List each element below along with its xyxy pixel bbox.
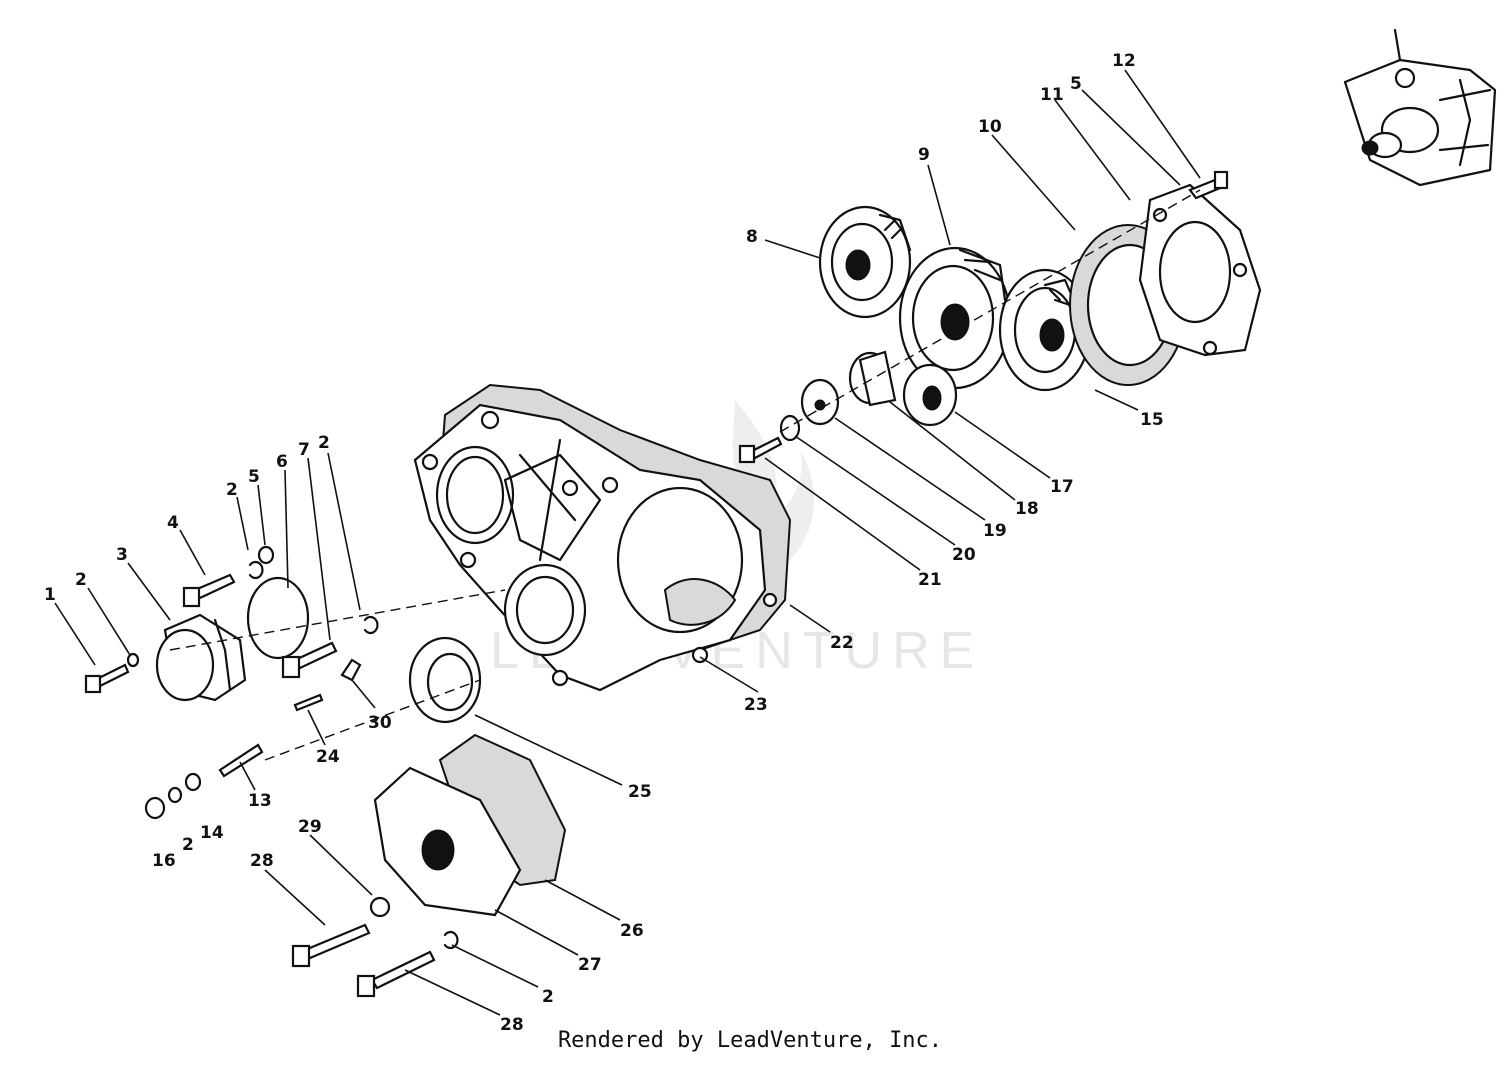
assembly-axis-3 — [779, 189, 1201, 433]
bolt-28b — [356, 950, 436, 998]
cover-11 — [1138, 183, 1262, 357]
gear-9 — [898, 246, 1012, 390]
washer-14 — [184, 772, 202, 792]
assembly-axis-1 — [169, 589, 506, 651]
callout-10: 10 — [978, 117, 1002, 137]
leader-lines — [54, 69, 1201, 1016]
washer-20 — [779, 414, 801, 442]
callout-25: 25 — [628, 782, 652, 802]
callout-28: 28 — [250, 851, 274, 871]
bushing-18 — [848, 350, 897, 407]
housing-23 — [413, 403, 778, 692]
callout-16: 16 — [152, 851, 176, 871]
snap-ring-2c — [363, 615, 379, 635]
callout-28: 28 — [500, 1015, 524, 1035]
callout-19: 19 — [983, 521, 1007, 541]
assembly-axis-2 — [264, 679, 481, 761]
callout-7: 7 — [298, 440, 310, 460]
callout-26: 26 — [620, 921, 644, 941]
attribution-footer: Rendered by LeadVenture, Inc. — [557, 1028, 943, 1053]
bolt-1 — [84, 663, 130, 694]
callout-2: 2 — [542, 987, 554, 1007]
callout-8: 8 — [746, 227, 758, 247]
seal-25 — [408, 636, 482, 724]
callout-13: 13 — [248, 791, 272, 811]
washer-5a — [257, 545, 275, 565]
pin-24 — [293, 693, 324, 712]
washer-19 — [800, 378, 840, 426]
callout-24: 24 — [316, 747, 340, 767]
washer-2d — [167, 786, 183, 804]
callout-23: 23 — [744, 695, 768, 715]
cover-27 — [373, 766, 522, 917]
callout-17: 17 — [1050, 477, 1074, 497]
callout-6: 6 — [276, 452, 288, 472]
callout-30: 30 — [368, 713, 392, 733]
callout-3: 3 — [116, 545, 128, 565]
o-ring-6 — [246, 576, 310, 660]
callout-2: 2 — [226, 480, 238, 500]
callout-labels: 1 2 3 4 2 5 6 7 2 8 9 10 11 5 12 15 17 1… — [44, 51, 1164, 1035]
gear-8 — [818, 205, 912, 319]
washer-29 — [369, 896, 391, 918]
bolt-28a — [291, 923, 371, 968]
callout-27: 27 — [578, 955, 602, 975]
callout-15: 15 — [1140, 410, 1164, 430]
callout-29: 29 — [298, 817, 322, 837]
bolt-4 — [182, 573, 236, 608]
gear-17 — [902, 363, 958, 427]
bolt-21 — [738, 436, 783, 464]
callout-21: 21 — [918, 570, 942, 590]
stud-13 — [218, 743, 264, 778]
cover-3 — [155, 613, 247, 702]
callout-2: 2 — [75, 570, 87, 590]
callout-5: 5 — [248, 467, 260, 487]
callout-20: 20 — [952, 545, 976, 565]
bolt-7 — [281, 641, 338, 679]
inset-engine-view — [1343, 28, 1497, 187]
washer-2a — [126, 652, 140, 668]
callout-22: 22 — [830, 633, 854, 653]
callout-9: 9 — [918, 145, 930, 165]
callout-4: 4 — [167, 513, 179, 533]
snap-ring-2b — [248, 560, 264, 580]
nut-16 — [144, 796, 166, 820]
callout-2: 2 — [318, 433, 330, 453]
snap-ring-2e — [443, 930, 459, 950]
callout-2: 2 — [182, 835, 194, 855]
bolt-12 — [1188, 170, 1229, 200]
callout-14: 14 — [200, 823, 224, 843]
callout-5: 5 — [1070, 74, 1082, 94]
gear-15 — [998, 268, 1092, 392]
bracket-30 — [340, 658, 362, 682]
callout-11: 11 — [1040, 85, 1064, 105]
callout-12: 12 — [1112, 51, 1136, 71]
callout-1: 1 — [44, 585, 56, 605]
callout-18: 18 — [1015, 499, 1039, 519]
